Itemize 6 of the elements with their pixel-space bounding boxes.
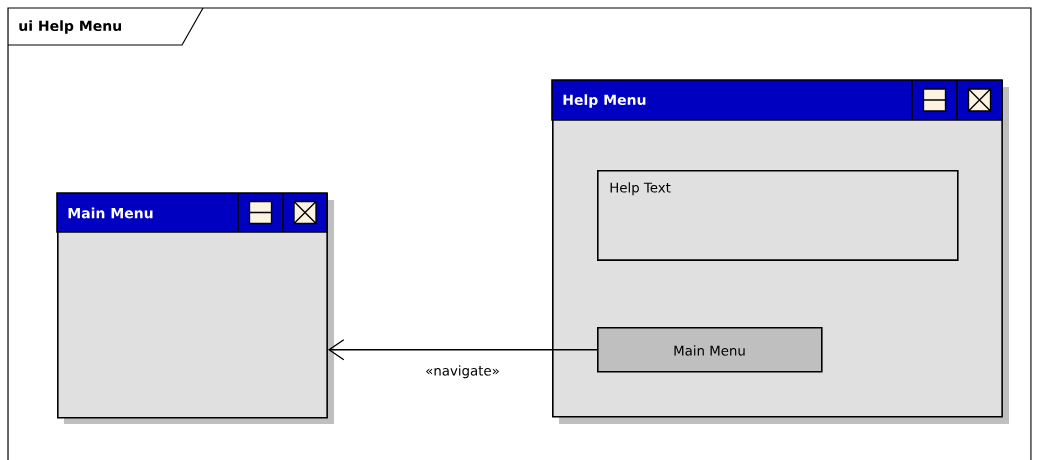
edge-label: «navigate»: [423, 364, 502, 380]
window: Main Menu: [56, 192, 334, 424]
arrow: [327, 339, 598, 361]
frame-title: ui Help Menu: [19, 20, 121, 34]
text-box: Help Text: [597, 170, 959, 261]
button: Main Menu: [597, 327, 823, 373]
